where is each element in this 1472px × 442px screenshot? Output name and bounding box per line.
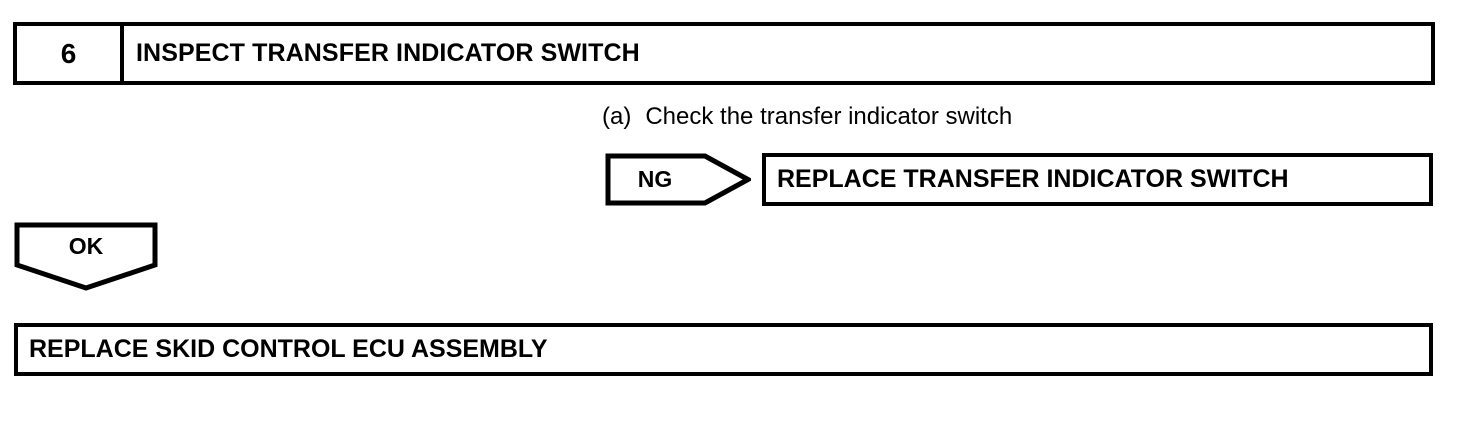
ok-branch-arrow: OK — [14, 222, 158, 291]
ok-result-text: REPLACE SKID CONTROL ECU ASSEMBLY — [29, 335, 548, 363]
step-number-cell: 6 — [17, 26, 124, 81]
step-number: 6 — [60, 37, 77, 69]
ok-result-box: REPLACE SKID CONTROL ECU ASSEMBLY — [14, 323, 1433, 376]
instruction-line: (a) Check the transfer indicator switch — [602, 105, 1012, 129]
step-title-cell: INSPECT TRANSFER INDICATOR SWITCH — [124, 26, 1431, 81]
ng-result-text: REPLACE TRANSFER INDICATOR SWITCH — [777, 165, 1289, 193]
ng-branch-label: NG — [637, 166, 673, 192]
step-header-box: 6 INSPECT TRANSFER INDICATOR SWITCH — [13, 22, 1435, 85]
instruction-marker: (a) — [602, 103, 632, 130]
ok-arrow-shape — [14, 222, 158, 291]
instruction-text: Check the transfer indicator switch — [645, 103, 1013, 130]
step-title: INSPECT TRANSFER INDICATOR SWITCH — [136, 39, 640, 67]
ng-branch-arrow: NG — [605, 153, 751, 206]
ok-branch-label: OK — [68, 232, 104, 259]
ng-result-box: REPLACE TRANSFER INDICATOR SWITCH — [762, 153, 1433, 206]
ng-arrow-shape — [605, 153, 751, 206]
